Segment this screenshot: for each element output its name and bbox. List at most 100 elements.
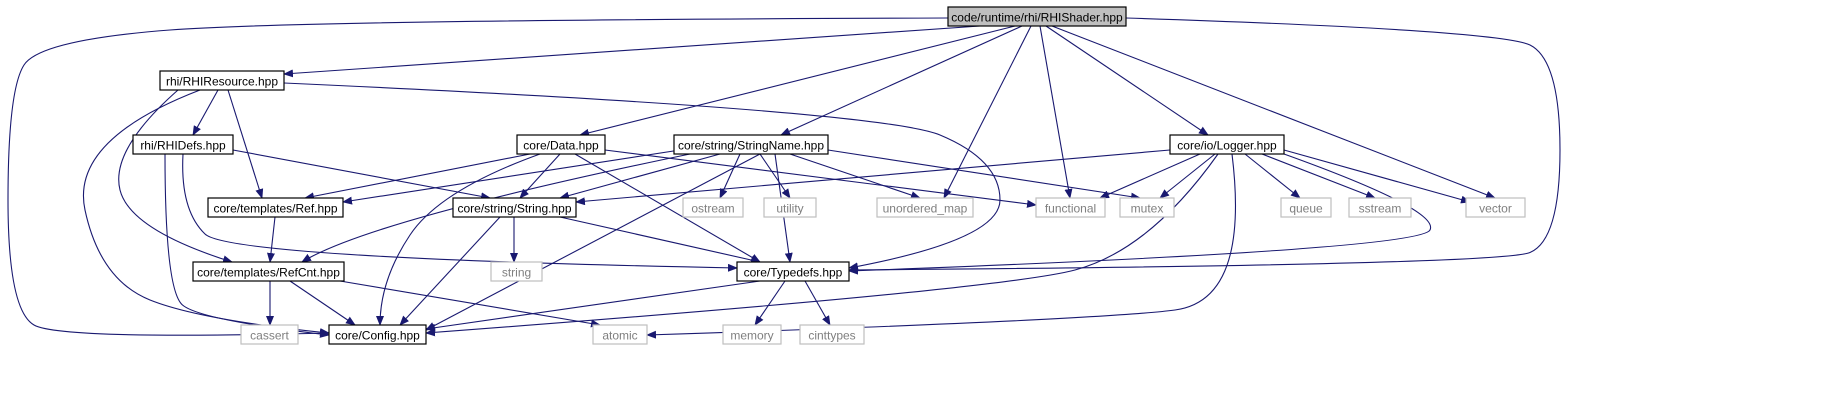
edge-string-to-typedefs (559, 216, 761, 264)
node-label: core/Config.hpp (335, 329, 420, 343)
edge-stringname-to-utility (759, 153, 791, 199)
node-rhiresource[interactable]: rhi/RHIResource.hpp (159, 70, 285, 91)
node-typedefs[interactable]: core/Typedefs.hpp (736, 261, 850, 282)
node-label: core/string/StringName.hpp (678, 139, 824, 153)
edge-data-to-ref (304, 153, 531, 201)
node-box (1169, 134, 1285, 155)
node-label: cinttypes (808, 329, 855, 343)
edge-typedefs-to-config (425, 280, 761, 332)
node-box (159, 70, 285, 91)
node-cassert: cassert (240, 324, 299, 345)
node-label: functional (1045, 202, 1096, 216)
node-box (207, 197, 344, 218)
edge-logger-to-string (575, 149, 1171, 206)
node-box (132, 134, 234, 155)
node-logger[interactable]: core/io/Logger.hpp (1169, 134, 1285, 155)
node-box (876, 197, 974, 218)
node-box (516, 134, 606, 155)
node-refcnt[interactable]: core/templates/RefCnt.hpp (192, 261, 345, 282)
edge-refcnt-to-atomic (339, 280, 601, 328)
node-ostream: ostream (682, 197, 744, 218)
node-sstream: sstream (1348, 197, 1412, 218)
edge-logger-to-atomic (646, 153, 1237, 339)
node-rhishader[interactable]: code/runtime/rhi/RHIShader.hpp (947, 6, 1127, 27)
edge-data-to-string (519, 153, 561, 199)
edge-rhishader-to-rhiresource (283, 25, 981, 78)
edge-rhishader-to-config (7, 17, 949, 338)
node-box (490, 261, 543, 282)
node-box (722, 324, 782, 345)
edge-logger-to-functional (1099, 153, 1201, 199)
edge-rhiresource-to-refcnt (118, 89, 233, 264)
node-unordered_map: unordered_map (876, 197, 974, 218)
node-box (736, 261, 850, 282)
node-memory: memory (722, 324, 782, 345)
node-stringname[interactable]: core/string/StringName.hpp (673, 134, 829, 155)
node-ref[interactable]: core/templates/Ref.hpp (207, 197, 344, 218)
node-box (1035, 197, 1106, 218)
node-box (328, 324, 427, 345)
edge-rhiresource-to-typedefs (283, 82, 1001, 271)
node-rhidefs[interactable]: rhi/RHIDefs.hpp (132, 134, 234, 155)
node-vector: vector (1465, 197, 1526, 218)
edge-logger-to-config (425, 153, 1219, 337)
node-cinttypes: cinttypes (799, 324, 865, 345)
node-label: core/templates/Ref.hpp (213, 202, 337, 216)
edge-rhishader-to-data (579, 25, 1016, 137)
edge-rhidefs-to-config (164, 153, 330, 338)
node-config[interactable]: core/Config.hpp (328, 324, 427, 345)
node-label: sstream (1359, 202, 1402, 216)
node-box (763, 197, 817, 218)
node-label: core/string/String.hpp (457, 202, 571, 216)
node-label: core/Data.hpp (523, 139, 599, 153)
edge-rhishader-to-unordered_map (943, 25, 1032, 199)
edge-data-to-functional (604, 149, 1037, 208)
node-box (1465, 197, 1526, 218)
edges-layer (7, 17, 1561, 339)
node-label: rhi/RHIResource.hpp (166, 75, 278, 89)
edge-logger-to-typedefs (848, 153, 1432, 275)
node-label: string (502, 266, 531, 280)
node-label: mutex (1131, 202, 1164, 216)
node-string_std: string (490, 261, 543, 282)
edge-ref-to-refcnt (267, 216, 276, 263)
edge-rhishader-to-typedefs (848, 17, 1561, 274)
edge-stringname-to-refcnt (301, 153, 691, 263)
edge-rhishader-to-vector (1051, 25, 1496, 199)
node-functional: functional (1035, 197, 1106, 218)
edge-stringname-to-string (559, 153, 721, 200)
node-label: vector (1479, 202, 1512, 216)
node-box (1280, 197, 1332, 218)
node-box (452, 197, 577, 218)
node-box (799, 324, 865, 345)
node-queue: queue (1280, 197, 1332, 218)
node-box (1119, 197, 1175, 218)
node-label: core/io/Logger.hpp (1177, 139, 1277, 153)
edge-string-to-config (399, 216, 501, 326)
edge-stringname-to-unordered_map (789, 153, 921, 199)
node-atomic: atomic (592, 324, 648, 345)
node-box (592, 324, 648, 345)
node-label: cassert (250, 329, 289, 343)
edge-typedefs-to-memory (754, 280, 786, 326)
node-box (1348, 197, 1412, 218)
node-label: memory (730, 329, 773, 343)
edge-refcnt-to-config (289, 280, 356, 326)
edge-stringname-to-mutex (827, 149, 1141, 201)
edge-rhiresource-to-rhidefs (192, 89, 219, 136)
node-label: rhi/RHIDefs.hpp (140, 139, 226, 153)
node-label: atomic (602, 329, 637, 343)
node-mutex: mutex (1119, 197, 1175, 218)
node-box (240, 324, 299, 345)
edge-stringname-to-ref (342, 149, 681, 205)
node-box (947, 6, 1127, 27)
node-label: queue (1289, 202, 1323, 216)
edge-stringname-to-config (425, 153, 761, 331)
node-label: code/runtime/rhi/RHIShader.hpp (951, 11, 1123, 25)
edge-rhidefs-to-string (232, 149, 491, 201)
node-data[interactable]: core/Data.hpp (516, 134, 606, 155)
node-utility: utility (763, 197, 817, 218)
node-label: unordered_map (883, 202, 968, 216)
node-string[interactable]: core/string/String.hpp (452, 197, 577, 218)
